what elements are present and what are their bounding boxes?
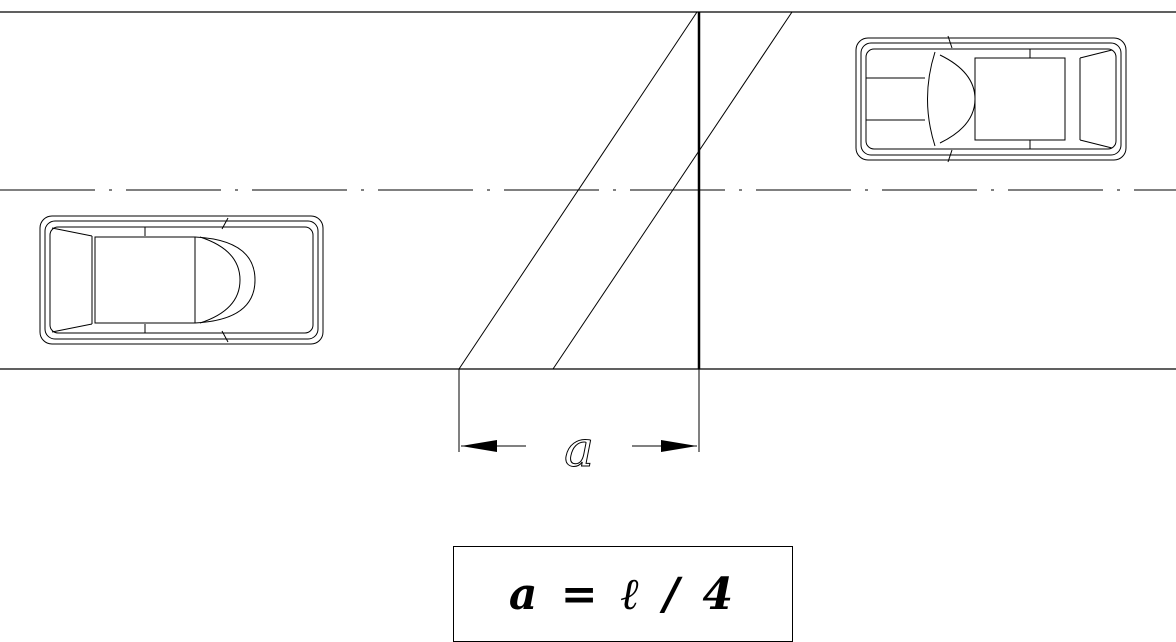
dimension-label: a <box>564 420 594 478</box>
dimension-a: a <box>458 369 700 479</box>
formula-text: a = ℓ / 4 <box>508 568 738 620</box>
skewed-crosswalk <box>458 11 793 370</box>
formula-box: a = ℓ / 4 <box>453 546 793 642</box>
car-left <box>39 215 324 345</box>
dimension-arrow-right <box>661 440 697 452</box>
dimension-arrow-left <box>461 440 497 452</box>
car-right <box>855 35 1127 163</box>
